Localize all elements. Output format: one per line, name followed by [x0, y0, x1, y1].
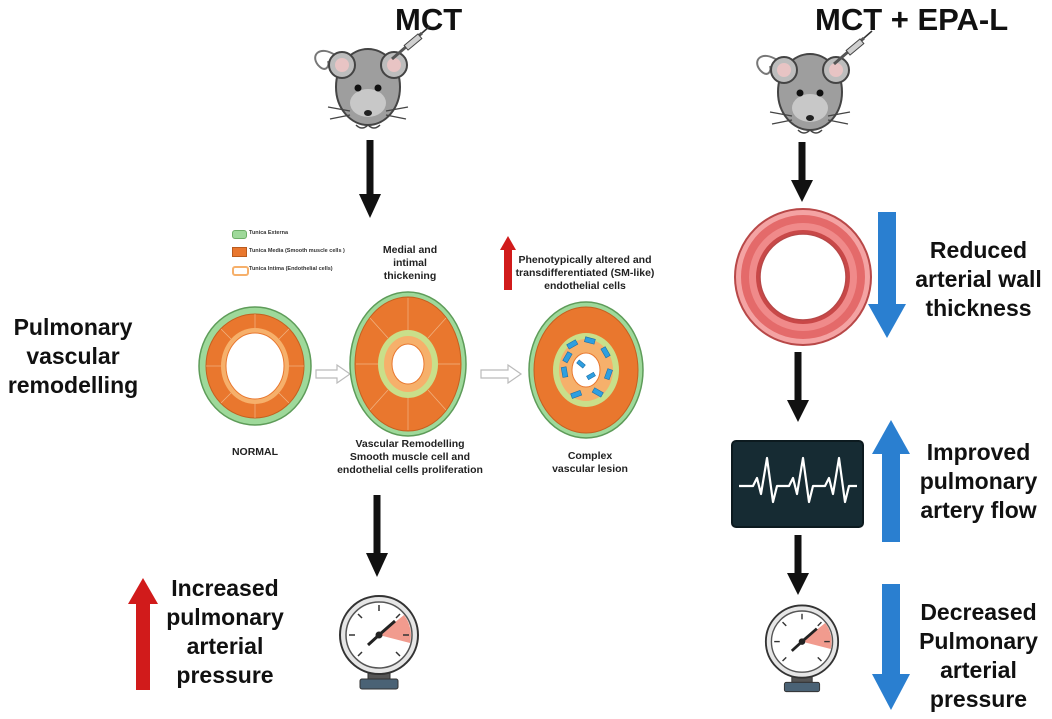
altered-label-line: transdifferentiated (SM-like) [515, 267, 655, 279]
thickening-label: Medial and intimal thickening [355, 244, 465, 283]
legend-label-media: Tunica Media (Smooth muscle cells ) [249, 248, 345, 254]
down-arrow-icon [868, 212, 906, 338]
wall-label-line: Reduced [929, 237, 1028, 263]
flow-label-line: artery flow [920, 497, 1037, 523]
outcome-label: Increased pulmonary arterial pressure [155, 574, 295, 690]
up-arrow-icon [128, 578, 158, 690]
up-arrow-icon [500, 236, 516, 290]
remodelling-label-line: endothelial cells proliferation [337, 464, 483, 476]
outcome-label-line: Increased [171, 575, 279, 601]
left-panel-title: MCT [395, 2, 463, 37]
altered-label: Phenotypically altered and transdifferen… [515, 254, 655, 293]
legend-label-externa: Tunica Externa [249, 230, 289, 236]
wall-label: Reduced arterial wall thickness [905, 236, 1052, 323]
thickening-label-line: thickening [383, 270, 437, 282]
side-label: Pulmonary vascular remodelling [0, 313, 146, 400]
flow-arrow-right-1 [791, 142, 813, 202]
flow-arrow-left-1 [359, 140, 381, 218]
lesion-label: Complex vascular lesion [540, 450, 640, 476]
side-label-line: Pulmonary [13, 314, 133, 340]
flow-label-line: pulmonary [919, 468, 1038, 494]
hollow-arrow-2 [480, 363, 523, 385]
down-arrow-icon [872, 584, 910, 710]
side-label-line: remodelling [7, 372, 139, 398]
altered-label-line: endothelial cells [544, 280, 626, 292]
tunica-legend: Tunica Externa Tunica Media (Smooth musc… [232, 229, 362, 279]
mouse-syringe-icon [756, 30, 873, 134]
remodelling-label-line: Vascular Remodelling [355, 438, 465, 450]
remodelling-label-line: Smooth muscle cell and [349, 451, 471, 463]
right-panel-title: MCT + EPA-L [815, 2, 1009, 37]
side-label-line: vascular [26, 343, 120, 369]
remodelling-label: Vascular Remodelling Smooth muscle cell … [330, 438, 490, 477]
heart-monitor-icon [731, 440, 864, 528]
pressure-label-line: arterial [940, 657, 1017, 683]
hollow-arrow-1 [315, 363, 352, 385]
flow-label-line: Improved [926, 439, 1031, 465]
tunica-media-swatch [232, 247, 247, 257]
pressure-label-line: Decreased [920, 599, 1037, 625]
altered-label-line: Phenotypically altered and [518, 254, 652, 266]
tunica-externa-swatch [232, 230, 247, 239]
tunica-intima-swatch [232, 266, 249, 276]
outcome-label-line: arterial [186, 633, 264, 659]
up-arrow-icon [872, 420, 910, 542]
flow-arrow-right-3 [787, 535, 809, 595]
wall-label-line: thickness [925, 295, 1032, 321]
legend-label-intima: Tunica Intima (Endothelial cells) [249, 266, 333, 272]
thickening-label-line: intimal [393, 257, 427, 269]
normal-vessel-icon [198, 306, 312, 426]
lesion-label-line: Complex [567, 450, 613, 462]
pressure-label: Decreased Pulmonary arterial pressure [905, 598, 1052, 714]
mouse-syringe-icon [314, 25, 431, 129]
artery-ring-icon [734, 208, 872, 346]
pressure-label-line: pressure [929, 686, 1028, 712]
thickening-label-line: Medial and [382, 244, 438, 256]
lesion-vessel-icon [528, 301, 644, 439]
outcome-label-line: pressure [176, 662, 274, 688]
pressure-gauge-icon [764, 604, 840, 693]
flow-arrow-right-2 [787, 352, 809, 422]
wall-label-line: arterial wall [915, 266, 1042, 292]
thickened-vessel-icon [349, 291, 467, 437]
outcome-label-line: pulmonary [166, 604, 284, 630]
lesion-label-line: vascular lesion [552, 463, 628, 475]
flow-arrow-left-2 [366, 495, 388, 577]
pressure-gauge-icon [339, 595, 419, 690]
normal-label: NORMAL [231, 446, 279, 458]
pressure-label-line: Pulmonary [919, 628, 1038, 654]
flow-label: Improved pulmonary artery flow [905, 438, 1052, 525]
